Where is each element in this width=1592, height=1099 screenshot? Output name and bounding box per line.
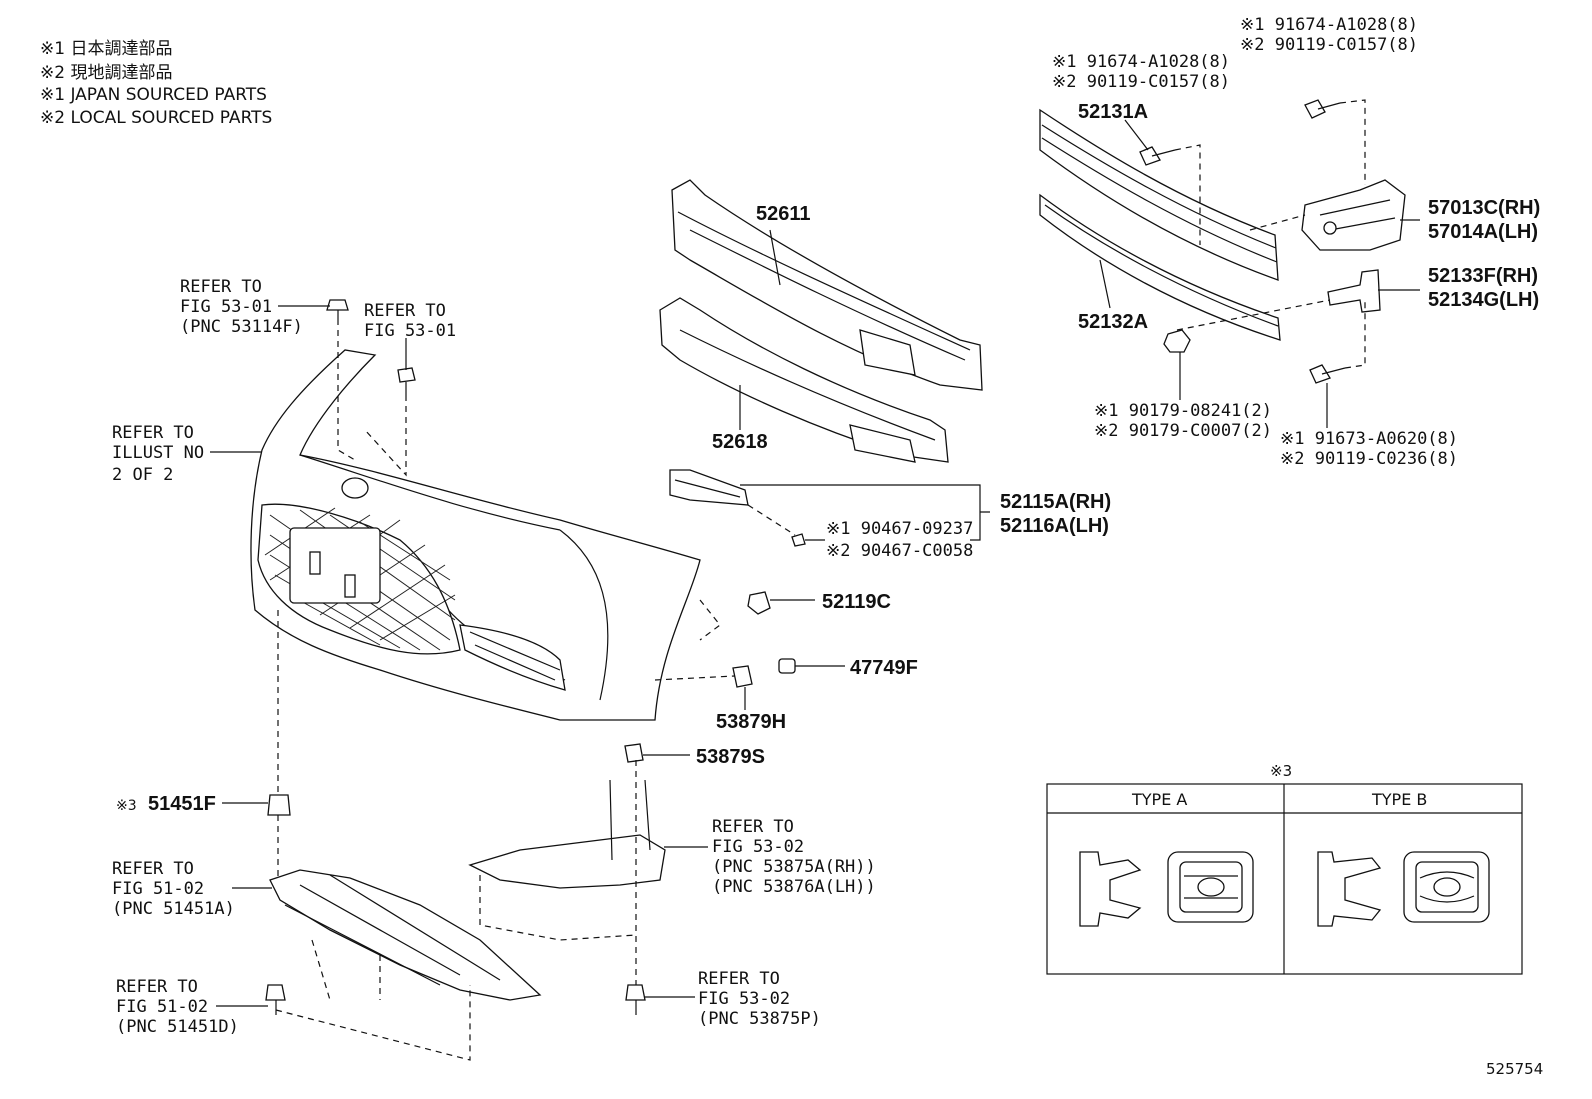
part-number-52618: 52618 xyxy=(712,431,768,453)
refer-53-02-a-l1: REFER TO xyxy=(712,817,794,837)
refer-51-02-a-l1: REFER TO xyxy=(112,859,194,879)
screw-90467-l2: ※2 90467-C0058 xyxy=(826,541,973,561)
clip-type-table: ※3 TYPE A TYPE B xyxy=(1046,762,1523,975)
bolt-icons xyxy=(265,99,1346,1015)
part-number-52131a: 52131A xyxy=(1078,101,1148,123)
refer-51-02-b-l1: REFER TO xyxy=(116,977,198,997)
part-number-57013c: 57013C(RH) xyxy=(1428,197,1540,219)
dashed-leaders xyxy=(275,99,1366,1061)
refer-53-02-a-l4: (PNC 53876A(LH)) xyxy=(712,877,876,897)
callout-refer-illust-l2: ILLUST NO xyxy=(112,443,204,463)
part-number-52133f: 52133F(RH) xyxy=(1428,265,1538,287)
part-number-52119c: 52119C xyxy=(822,591,891,613)
legend-line-3: ※1 JAPAN SOURCED PARTS xyxy=(40,85,267,105)
bolt-top-left-l2: ※2 90119-C0157(8) xyxy=(1052,72,1230,92)
type-b-header: TYPE B xyxy=(1371,790,1427,809)
bracket-57013c-drawing xyxy=(1301,179,1406,251)
part-number-52115a: 52115A(RH) xyxy=(1000,491,1111,513)
callout-refer-53-01-a-l2: FIG 53-01 xyxy=(180,297,272,317)
type-a-clip-side-icon xyxy=(1079,851,1142,927)
part-number-52116a: 52116A(LH) xyxy=(1000,515,1109,537)
part-number-52611: 52611 xyxy=(756,203,811,225)
part-number-57014a: 57014A(LH) xyxy=(1428,221,1538,243)
callout-refer-53-01-a-l3: (PNC 53114F) xyxy=(180,317,303,337)
solid-leaders xyxy=(210,119,1420,1007)
screw-90467-l1: ※1 90467-09237 xyxy=(826,519,973,539)
bracket-52133f-drawing xyxy=(1327,269,1381,313)
absorber-52611-drawing xyxy=(671,179,983,391)
refer-51-02-a-l2: FIG 51-02 xyxy=(112,879,204,899)
part-number-51451f: 51451F xyxy=(148,793,216,815)
part-number-53879s: 53879S xyxy=(696,746,765,768)
bumper-cover-drawing xyxy=(250,349,701,721)
part-51451f-mark: ※3 xyxy=(116,798,137,814)
refer-51-02-b-l3: (PNC 51451D) xyxy=(116,1017,239,1037)
bolt-top-right-l1: ※1 91674-A1028(8) xyxy=(1240,15,1418,35)
refer-53-02-b-l3: (PNC 53875P) xyxy=(698,1009,821,1029)
reinforcement-drawing xyxy=(1039,108,1281,341)
under-cover-51451a-drawing xyxy=(269,869,542,1001)
legend-line-2: ※2 現地調達部品 xyxy=(40,63,173,83)
legend-line-4: ※2 LOCAL SOURCED PARTS xyxy=(40,108,273,128)
nut-90179-l1: ※1 90179-08241(2) xyxy=(1094,401,1272,421)
bolt-91673-l1: ※1 91673-A0620(8) xyxy=(1280,429,1458,449)
callout-refer-illust-l3: 2 OF 2 xyxy=(112,465,173,485)
refer-51-02-b-l2: FIG 51-02 xyxy=(116,997,208,1017)
refer-53-02-b-l1: REFER TO xyxy=(698,969,780,989)
callout-refer-53-01-a-l1: REFER TO xyxy=(180,277,262,297)
refer-51-02-a-l3: (PNC 51451A) xyxy=(112,899,235,919)
refer-53-02-a-l2: FIG 53-02 xyxy=(712,837,804,857)
part-number-53879h: 53879H xyxy=(716,711,786,733)
callout-refer-illust-l1: REFER TO xyxy=(112,423,194,443)
nut-90179-l2: ※2 90179-C0007(2) xyxy=(1094,421,1272,441)
part-number-52134g: 52134G(LH) xyxy=(1428,289,1539,311)
type-b-clip-side-icon xyxy=(1317,851,1382,927)
part-number-52132a: 52132A xyxy=(1078,311,1148,333)
refer-53-02-a-l3: (PNC 53875A(RH)) xyxy=(712,857,876,877)
callout-refer-53-01-b-l1: REFER TO xyxy=(364,301,446,321)
callout-refer-53-01-b-l2: FIG 53-01 xyxy=(364,321,456,341)
absorber-52618-drawing xyxy=(659,297,949,463)
type-table-mark: ※3 xyxy=(1270,762,1292,780)
bolt-top-right-l2: ※2 90119-C0157(8) xyxy=(1240,35,1418,55)
figure-id: 525754 xyxy=(1486,1060,1543,1078)
refer-53-02-b-l2: FIG 53-02 xyxy=(698,989,790,1009)
type-a-header: TYPE A xyxy=(1131,790,1187,809)
bolt-91673-l2: ※2 90119-C0236(8) xyxy=(1280,449,1458,469)
bolt-top-left-l1: ※1 91674-A1028(8) xyxy=(1052,52,1230,72)
under-cover-53875a-drawing xyxy=(468,779,666,889)
part-number-47749f: 47749F xyxy=(850,657,918,679)
legend-line-1: ※1 日本調達部品 xyxy=(40,39,173,59)
